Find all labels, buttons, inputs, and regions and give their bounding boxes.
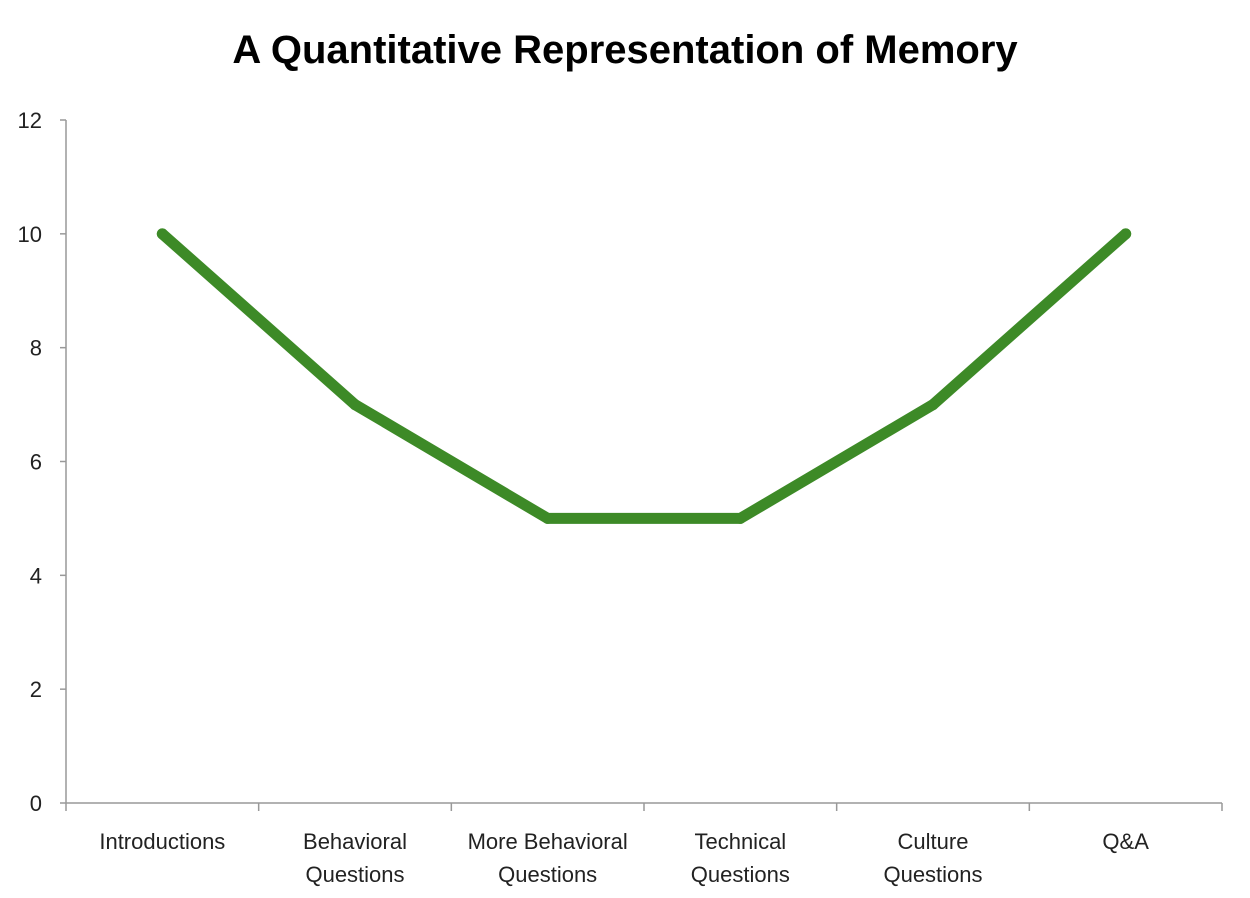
y-tick-label: 0 (30, 791, 42, 816)
y-tick-label: 12 (18, 108, 42, 133)
y-tick-label: 10 (18, 222, 42, 247)
chart-title: A Quantitative Representation of Memory (232, 28, 1018, 72)
x-category-label-line: More Behavioral (468, 829, 628, 854)
y-axis-ticks: 0 2 4 6 8 10 12 (18, 108, 66, 816)
axes (65, 120, 1222, 804)
x-category-label-line: Introductions (99, 829, 225, 854)
data-point (349, 399, 361, 411)
x-category-label: Q&A (1102, 829, 1149, 854)
data-point (734, 512, 746, 524)
x-category-label-line: Questions (498, 862, 597, 887)
x-category-label-line: Questions (883, 862, 982, 887)
y-tick-label: 8 (30, 336, 42, 361)
y-tick-label: 4 (30, 563, 42, 588)
series-group (156, 228, 1132, 524)
x-category-label-line: Q&A (1102, 829, 1149, 854)
x-category-label-line: Behavioral (303, 829, 407, 854)
x-category-label: Introductions (99, 829, 225, 854)
x-category-label-line: Questions (305, 862, 404, 887)
x-category-label-line: Questions (691, 862, 790, 887)
data-point (927, 399, 939, 411)
y-tick-label: 2 (30, 677, 42, 702)
x-category-label-line: Technical (694, 829, 786, 854)
y-tick-label: 6 (30, 450, 42, 475)
series-line (156, 228, 1132, 524)
data-point (542, 512, 554, 524)
data-point (1120, 228, 1132, 240)
x-category-label-line: Culture (898, 829, 969, 854)
data-point (156, 228, 168, 240)
